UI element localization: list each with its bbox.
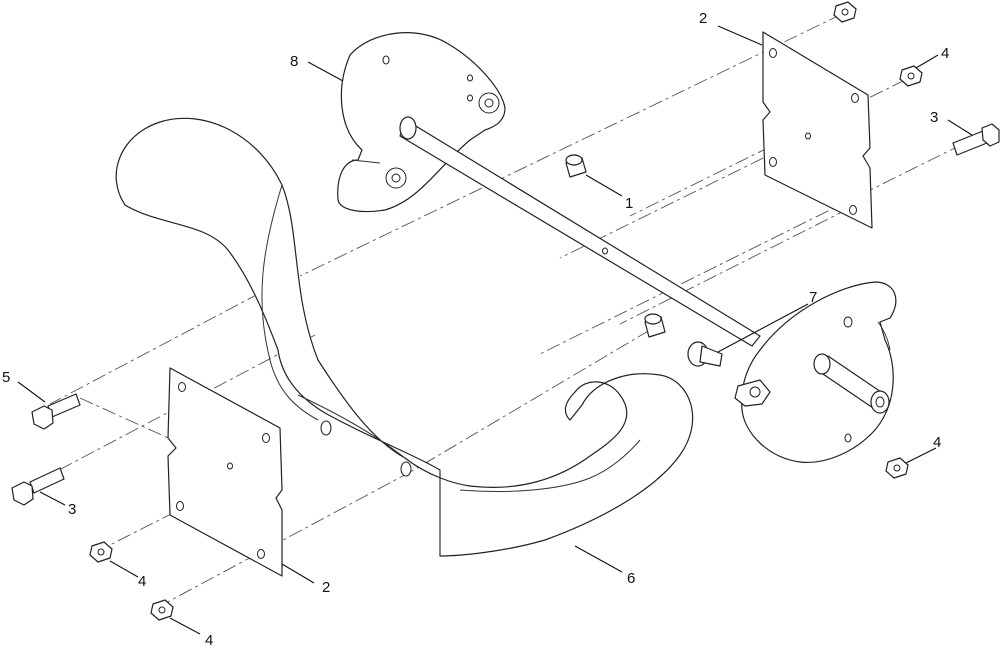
part-3-bolt-right bbox=[952, 123, 1000, 156]
part-6-housing bbox=[115, 117, 694, 557]
tie-rod-shaft bbox=[399, 116, 761, 347]
callout-2-bottom: 2 bbox=[322, 579, 330, 596]
part-2-plate-top bbox=[762, 31, 873, 229]
right-side-plate bbox=[734, 281, 897, 464]
callout-3-right: 3 bbox=[930, 109, 938, 126]
callout-3-left: 3 bbox=[68, 501, 76, 518]
callout-4-bottom: 4 bbox=[205, 632, 213, 649]
callout-5: 5 bbox=[2, 369, 10, 386]
callout-labels: 2 8 4 3 1 7 5 3 4 4 2 6 4 bbox=[2, 10, 949, 649]
callout-1: 1 bbox=[625, 195, 633, 212]
part-5-bolt-left bbox=[31, 393, 81, 430]
part-2-plate-bottom bbox=[167, 367, 283, 577]
part-8-side-plate bbox=[337, 32, 506, 213]
callout-4-right: 4 bbox=[933, 434, 941, 451]
callout-7: 7 bbox=[809, 289, 817, 306]
part-3-bolt-left bbox=[11, 467, 65, 506]
callout-4-top: 4 bbox=[941, 45, 949, 62]
part-7-carriage-bolt bbox=[687, 341, 723, 367]
part-1-spacers bbox=[565, 154, 666, 338]
callout-2-top: 2 bbox=[699, 10, 707, 27]
callout-6: 6 bbox=[627, 570, 635, 587]
leader-lines bbox=[17, 25, 973, 635]
callout-4-left: 4 bbox=[138, 573, 146, 590]
part-4-nuts bbox=[89, 1, 923, 621]
callout-8: 8 bbox=[290, 53, 298, 70]
